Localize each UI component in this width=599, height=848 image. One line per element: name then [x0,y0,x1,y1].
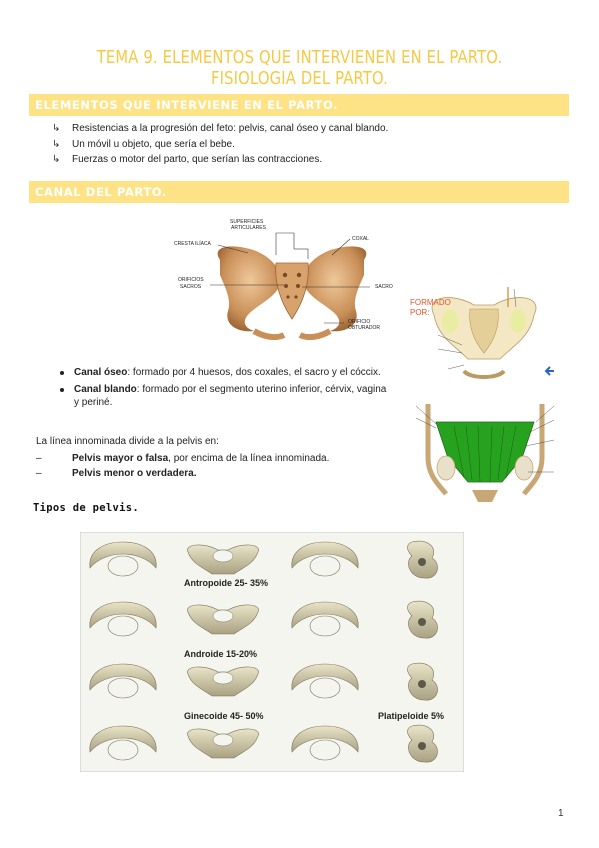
list-item: ↳Un móvil u objeto, que sería el bebe. [52,137,388,153]
label-ginecoide: Ginecoide 45- 50% [184,711,264,721]
svg-text:ARTICULARES: ARTICULARES [231,225,267,231]
section-heading-canal: CANAL DEL PARTO. [29,181,569,203]
pelvis-formado-figure: FORMADO POR: [404,275,564,400]
svg-text:COXAL: COXAL [352,236,369,242]
list-item: –Pelvis mayor o falsa, por encima de la … [36,453,330,464]
section-heading-elementos: ELEMENTOS QUE INTERVIENE EN EL PARTO. [29,94,569,116]
list-item: Canal blando: formado por el segmento ut… [60,383,390,410]
list-item: ↳Resistencias a la progresión del feto: … [52,121,388,137]
hook-arrow-icon: ↳ [52,123,61,134]
svg-text:ORIFICIO: ORIFICIO [348,319,370,325]
svg-text:ORIFICIOS: ORIFICIOS [178,277,204,283]
list-item: Canal óseo: formado por 4 huesos, dos co… [60,366,390,380]
list-item: –Pelvis menor o verdadera. [36,468,197,479]
pelvis-types-figure: Antropoide 25- 35% Androide 15-20% Ginec… [80,532,464,772]
divisions-list: –Pelvis mayor o falsa, por encima de la … [36,451,329,481]
section-heading-text: CANAL DEL PARTO. [35,185,167,199]
svg-text:SACRO: SACRO [375,284,393,290]
svg-text:FORMADO: FORMADO [410,298,451,307]
svg-text:CRESTA ILÍACA: CRESTA ILÍACA [174,240,212,247]
page-number: 1 [558,808,564,819]
svg-text:OBTURADOR: OBTURADOR [348,325,380,331]
tipos-heading: Tipos de pelvis. [33,502,139,514]
label-androide: Androide 15-20% [184,649,257,659]
pelvis-anatomy-figure: SUPERFICIES ARTICULARES CRESTA ILÍACA CO… [172,215,402,340]
canal-bullets: Canal óseo: formado por 4 huesos, dos co… [60,366,390,413]
section-heading-text: ELEMENTOS QUE INTERVIENE EN EL PARTO. [35,98,339,112]
elements-list: ↳Resistencias a la progresión del feto: … [52,121,388,168]
divides-text: La línea innominada divide a la pelvis e… [36,436,219,447]
label-platipeloide: Platipeloide 5% [378,711,444,721]
svg-text:POR:: POR: [410,308,430,317]
svg-text:SACROS: SACROS [180,284,202,290]
list-item: ↳Fuerzas o motor del parto, que serían l… [52,152,388,168]
label-antropoide: Antropoide 25- 35% [184,578,268,588]
hook-arrow-icon: ↳ [52,138,61,150]
page-title: TEMA 9. ELEMENTOS QUE INTERVIENEN EN EL … [96,47,503,89]
hook-arrow-icon: ↳ [52,154,61,165]
svg-text:SUPERFICIES: SUPERFICIES [230,219,264,225]
soft-canal-figure [406,398,564,508]
